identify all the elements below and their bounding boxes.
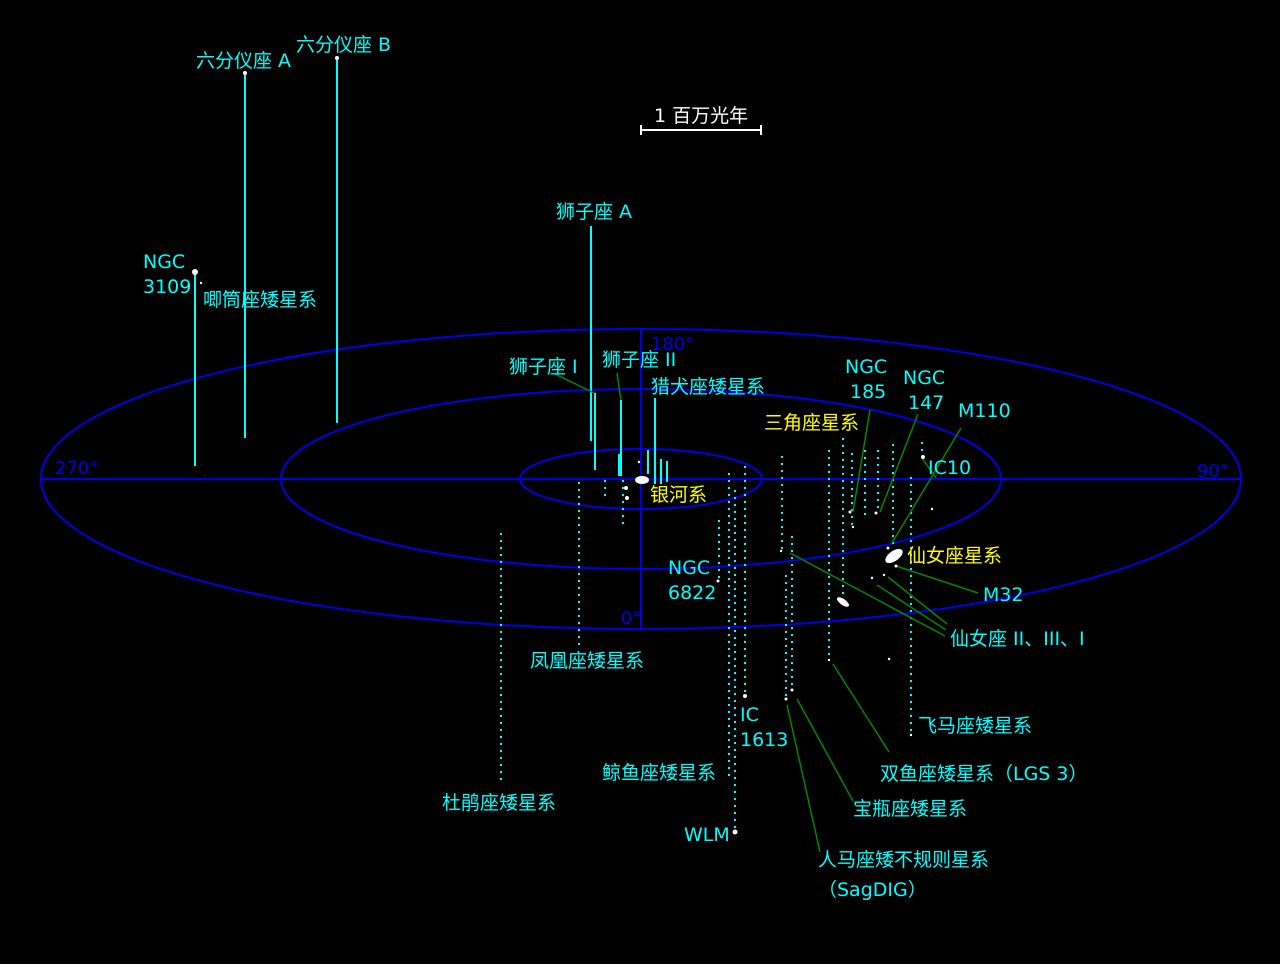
m32-leader [895, 565, 979, 594]
sextans-a-marker [243, 71, 247, 75]
label-m110: M110 [958, 400, 1011, 422]
label-wlm: WLM [684, 824, 730, 846]
label-sagdig-line1: 人马座矮不规则星系 [818, 849, 989, 871]
sat-6 [851, 525, 855, 529]
label-ngc185-line2: 185 [850, 381, 886, 403]
mw-sat-3 [637, 460, 641, 464]
label-m32: M32 [983, 584, 1024, 606]
above-plane-lines [194, 59, 668, 484]
andromeda-marker [885, 548, 903, 564]
ic10-leader [921, 457, 937, 479]
and-leader-1 [789, 552, 946, 637]
label-ic1613-line1: IC [740, 704, 759, 726]
milky-way-marker [635, 476, 649, 484]
scale-bar: 1 百万光年 [640, 105, 762, 135]
and-leader-3 [887, 576, 948, 625]
sagdig-marker [784, 697, 788, 701]
ngc3109-marker [192, 269, 198, 275]
leo-ii-leader [616, 372, 622, 401]
wlm-marker [732, 829, 738, 835]
sextans-b-marker [335, 56, 339, 60]
leo-i-leader [554, 373, 595, 394]
label-ngc147-line1: NGC [903, 367, 945, 389]
m110-leader [891, 427, 962, 544]
label-leo-ii: 狮子座 II [602, 349, 676, 371]
galaxy-labels: 六分仪座 A 六分仪座 B NGC 3109 唧筒座矮星系 狮子座 A 狮子座 … [143, 34, 1088, 901]
scale-bar-label: 1 百万光年 [654, 105, 748, 127]
label-pegasus: 飞马座矮星系 [918, 715, 1032, 737]
aquarius-marker [790, 688, 794, 692]
m32-marker [894, 564, 898, 568]
label-tucana: 杜鹃座矮星系 [442, 792, 556, 814]
label-ngc147-line2: 147 [908, 392, 944, 414]
and-sat-3 [779, 549, 783, 553]
label-ic1613-line2: 1613 [740, 729, 788, 751]
sat-5 [887, 657, 891, 661]
label-ngc3109-line2: 3109 [143, 276, 191, 298]
label-sextans-a: 六分仪座 A [196, 50, 291, 72]
ngc6822-marker [716, 579, 720, 583]
galaxy-markers [192, 56, 934, 835]
and-leader-2 [876, 584, 947, 631]
label-ic10: IC10 [928, 457, 971, 479]
axis-label-180: 180° [651, 334, 694, 355]
pisces-leader [832, 663, 890, 753]
ngc185-leader [852, 409, 871, 513]
sagdig-leader [786, 704, 821, 853]
axis-label-270: 270° [55, 458, 98, 479]
below-plane-lines [500, 438, 923, 832]
label-sextans-b: 六分仪座 B [296, 34, 391, 56]
triangulum-marker [837, 597, 849, 607]
and-sat-2 [882, 573, 886, 577]
aquarius-leader [796, 698, 854, 802]
label-phoenix: 凤凰座矮星系 [530, 650, 644, 672]
axis-label-90: 90° [1197, 461, 1229, 482]
ngc147-leader [879, 413, 919, 513]
label-milky-way: 银河系 [650, 484, 707, 506]
ngc147-marker [874, 511, 878, 515]
label-sagdig-line2: （SagDIG） [818, 879, 927, 901]
and-sat-1 [870, 576, 874, 580]
label-andromeda-ii-iii-i: 仙女座 II、III、I [950, 628, 1085, 650]
label-ngc6822-line2: 6822 [668, 582, 716, 604]
ic1613-marker [743, 694, 747, 698]
ngc185-marker [848, 510, 852, 514]
label-antlia: 唧筒座矮星系 [203, 289, 317, 311]
antlia-marker [199, 281, 203, 285]
label-andromeda: 仙女座星系 [907, 545, 1002, 567]
label-ngc3109-line1: NGC [143, 251, 185, 273]
label-cetus: 鲸鱼座矮星系 [602, 762, 716, 784]
mw-sat-1 [624, 486, 628, 490]
label-aquarius: 宝瓶座矮星系 [853, 798, 967, 820]
label-triangulum: 三角座星系 [764, 412, 859, 434]
label-leo-i: 狮子座 I [509, 356, 578, 378]
m110-marker [886, 546, 890, 550]
label-pisces: 双鱼座矮星系（LGS 3） [880, 763, 1088, 785]
major-galaxy-labels: 银河系 三角座星系 仙女座星系 [650, 412, 1002, 567]
mw-sat-2 [625, 496, 629, 500]
ic10-marker [921, 455, 925, 459]
sat-4 [930, 507, 934, 511]
pegasus-marker [909, 733, 913, 737]
pisces-marker [827, 658, 831, 662]
leader-lines [554, 372, 979, 853]
label-ngc185-line1: NGC [845, 356, 887, 378]
axis-labels: 0° 90° 180° 270° [55, 334, 1229, 629]
label-leo-a: 狮子座 A [556, 201, 632, 223]
axis-label-0: 0° [621, 608, 641, 629]
label-ngc6822-line1: NGC [668, 557, 710, 579]
label-canes: 猎犬座矮星系 [651, 376, 765, 398]
